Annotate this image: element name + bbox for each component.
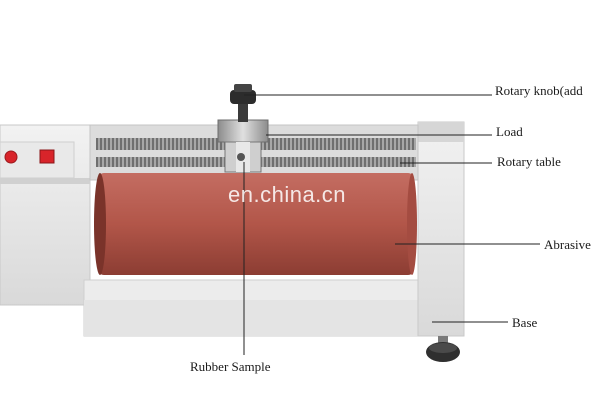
right-housing <box>417 121 465 337</box>
rotary-knob <box>230 90 256 104</box>
stop-button <box>39 149 55 164</box>
label-rotary-knob: Rotary knob(add <box>495 83 583 98</box>
label-rotary-table: Rotary table <box>497 154 561 169</box>
load-block <box>217 119 269 143</box>
watermark-text: en.china.cn <box>228 182 347 207</box>
label-rubber-sample: Rubber Sample <box>190 359 271 374</box>
power-button <box>4 150 18 164</box>
abrasive-drum <box>98 173 414 275</box>
label-load: Load <box>496 124 523 139</box>
leader-lines <box>243 94 540 355</box>
label-base: Base <box>512 315 538 330</box>
label-abrasive: Abrasive <box>544 237 591 252</box>
